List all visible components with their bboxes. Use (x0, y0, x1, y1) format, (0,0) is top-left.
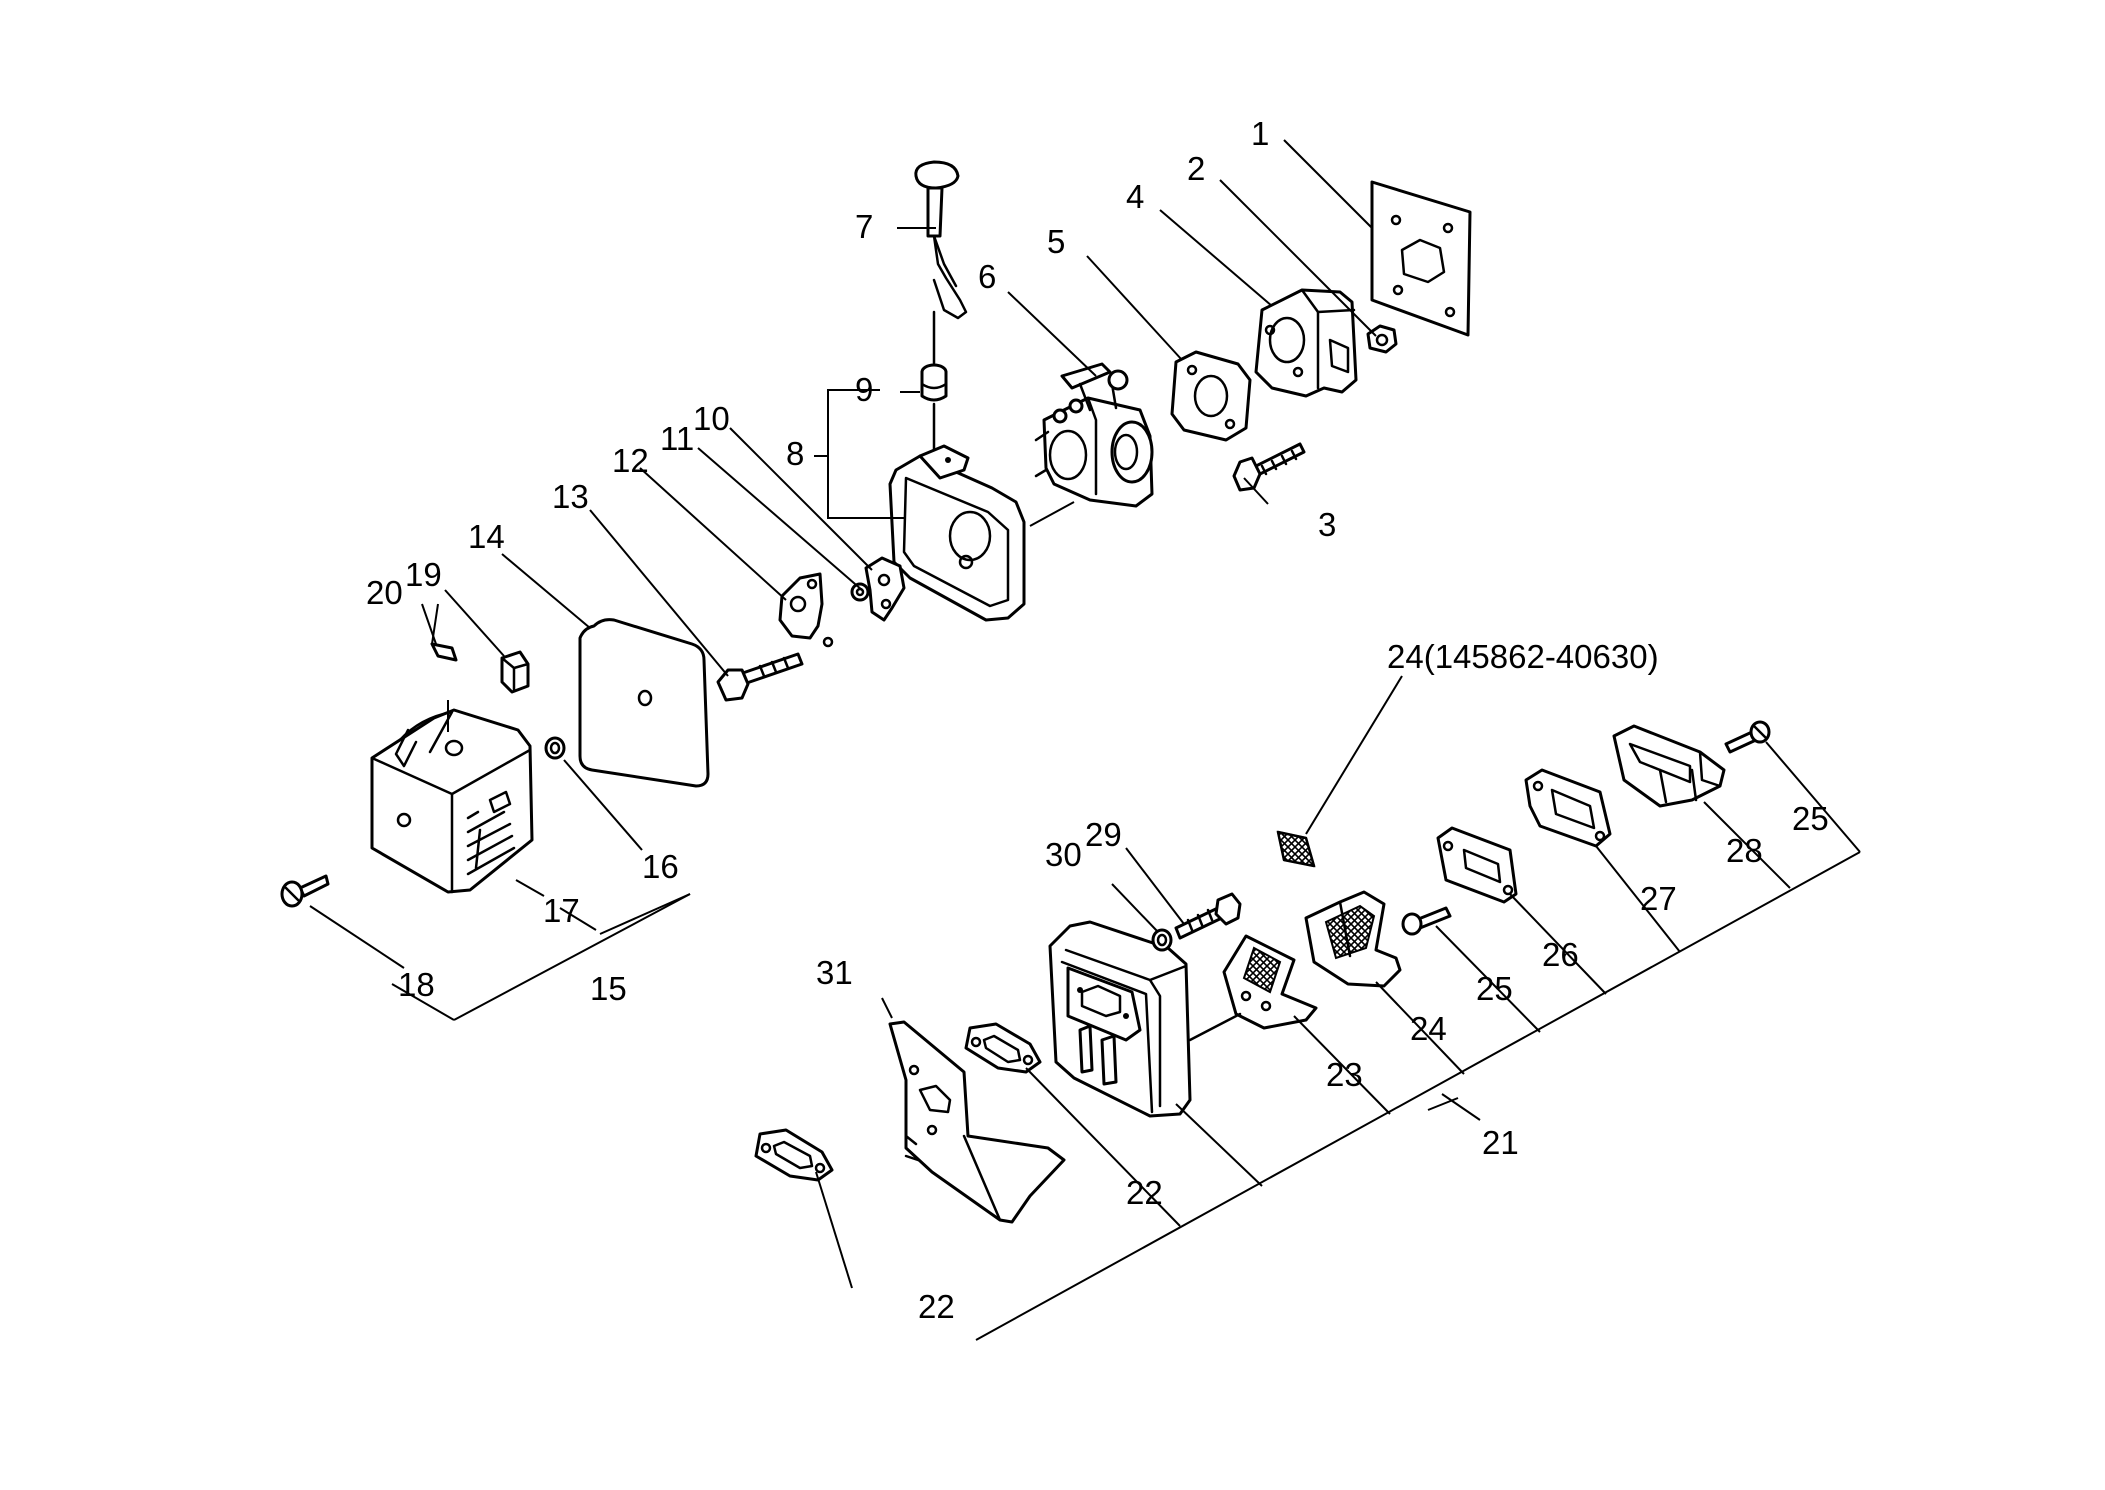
label-6: 6 (978, 258, 996, 295)
part-14-air-filter (578, 618, 710, 788)
part-9-grommet (920, 363, 948, 452)
part-24-screen-mesh (1276, 830, 1316, 868)
label-26: 26 (1542, 936, 1579, 973)
part-17-air-cleaner-cover (370, 708, 534, 894)
label-20: 20 (366, 574, 403, 611)
label-2: 2 (1187, 150, 1205, 187)
part-27-gasket (1524, 768, 1612, 848)
label-13: 13 (552, 478, 589, 515)
label-31: 31 (816, 954, 853, 991)
part-1-gasket (1370, 180, 1472, 337)
label-8: 8 (786, 435, 804, 472)
label-22-lower: 22 (918, 1288, 955, 1325)
label-30: 30 (1045, 836, 1082, 873)
label-1: 1 (1251, 115, 1269, 152)
label-12: 12 (612, 442, 649, 479)
callout-labels: 1 2 4 5 6 7 3 9 8 10 11 12 13 14 19 20 1… (366, 115, 1829, 1325)
label-19: 19 (405, 556, 442, 593)
part-19-block (500, 650, 530, 694)
part-8-air-cleaner-base (888, 444, 1026, 622)
label-17: 17 (543, 892, 580, 929)
label-3: 3 (1318, 506, 1336, 543)
part-25-screw-lower (1401, 906, 1452, 936)
label-25-lower: 25 (1476, 970, 1513, 1007)
label-22-upper: 22 (1126, 1174, 1163, 1211)
muffler-body (1048, 920, 1192, 1118)
part-6-carburetor (1034, 362, 1154, 508)
part-11-washer (850, 582, 870, 602)
label-24: 24 (1410, 1010, 1447, 1047)
part-24-spark-arrester (1304, 890, 1402, 988)
part-3-bolt (1232, 442, 1306, 492)
part-5-gasket (1170, 350, 1252, 442)
part-30-washer (1151, 928, 1173, 952)
part-29-bolt (1174, 892, 1242, 940)
part-12-plate (778, 572, 834, 648)
label-4: 4 (1126, 178, 1144, 215)
part-7-choke-lever (914, 160, 968, 370)
part-31-bracket (888, 1020, 1066, 1224)
label-14: 14 (468, 518, 505, 555)
part-20-tab (430, 642, 458, 662)
part-13-bolt (716, 652, 804, 702)
label-7: 7 (855, 208, 873, 245)
label-23: 23 (1326, 1056, 1363, 1093)
part-18-screw (280, 874, 330, 908)
label-21: 21 (1482, 1124, 1519, 1161)
part-22-gasket-lower (754, 1128, 834, 1182)
part-16-o-ring (544, 736, 566, 760)
label-25-upper: 25 (1792, 800, 1829, 837)
part-4-insulator (1254, 288, 1358, 398)
part-10-plate (864, 556, 906, 622)
label-16: 16 (642, 848, 679, 885)
label-24b: 24(145862-40630) (1387, 638, 1659, 675)
label-29: 29 (1085, 816, 1122, 853)
label-5: 5 (1047, 223, 1065, 260)
label-27: 27 (1640, 880, 1677, 917)
part-2-nut (1366, 324, 1398, 354)
part-25-screw-upper (1724, 720, 1771, 754)
label-28: 28 (1726, 832, 1763, 869)
label-9: 9 (855, 371, 873, 408)
part-28-cover (1612, 724, 1726, 808)
label-10: 10 (693, 400, 730, 437)
part-26-gasket (1436, 826, 1518, 904)
label-18: 18 (398, 966, 435, 1003)
label-15: 15 (590, 970, 627, 1007)
leader-lines (309, 139, 1861, 1341)
part-23-spark-arrester-guide (1188, 934, 1318, 1042)
part-22-gasket-upper (964, 1022, 1042, 1074)
label-11: 11 (660, 420, 694, 457)
